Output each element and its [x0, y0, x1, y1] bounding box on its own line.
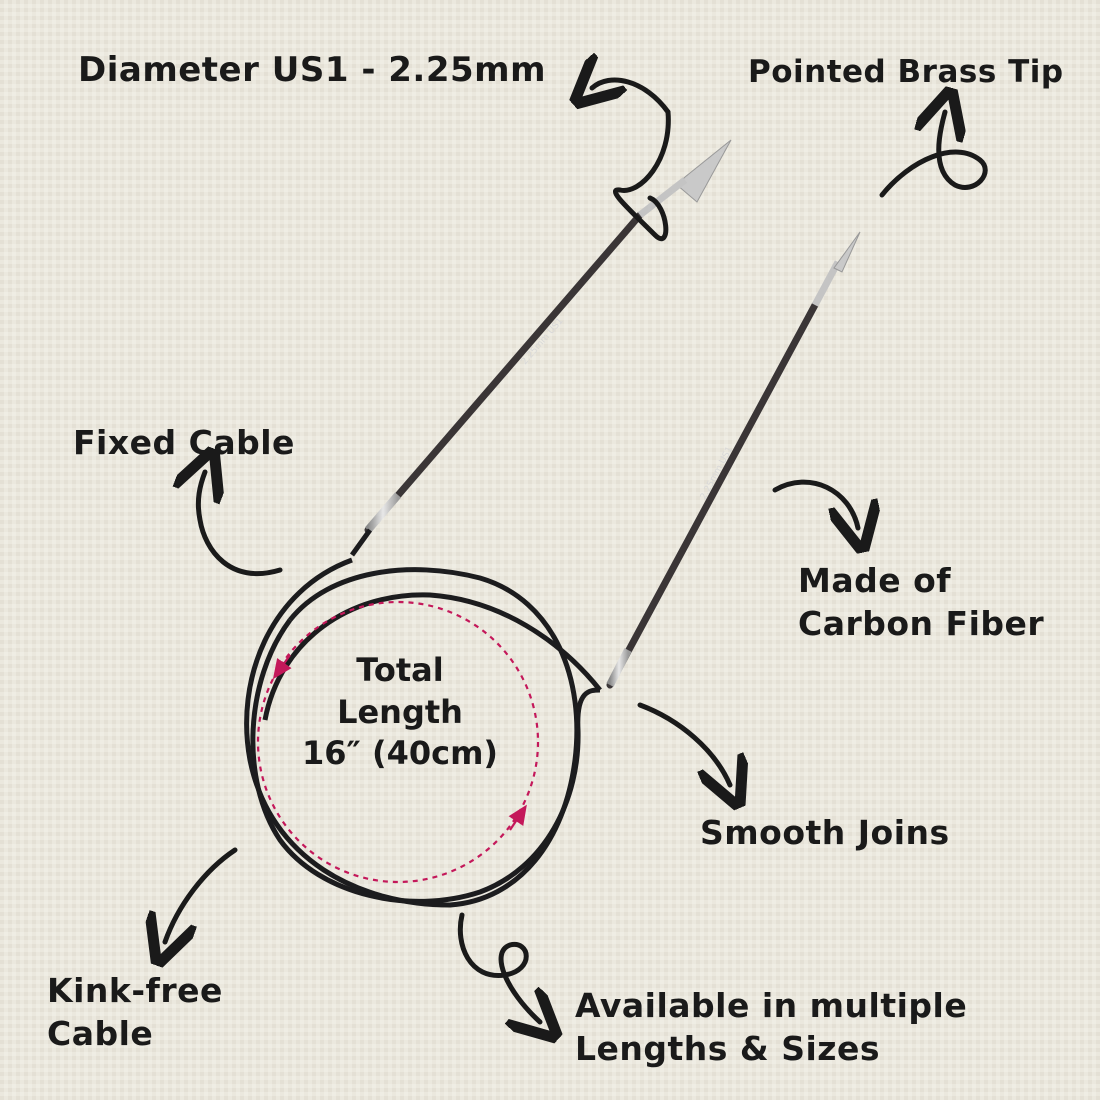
arrow-fixed-cable-icon — [198, 472, 283, 577]
label-carbon-line-2: Carbon Fiber — [798, 603, 1045, 643]
total-length-line-2: Length — [337, 692, 463, 731]
label-carbon-line-1: Made of — [798, 561, 952, 600]
label-available-line-1: Available in multiple — [575, 986, 968, 1025]
label-fixed-cable: Fixed Cable — [73, 423, 295, 462]
label-smooth-joins: Smooth Joins — [700, 813, 950, 852]
arrow-available-icon — [457, 912, 540, 1022]
arrow-kink-icon — [165, 847, 238, 942]
arrow-carbon-icon — [772, 479, 858, 528]
total-length-label: Total Length 16″ (40cm) — [285, 650, 515, 775]
label-carbon-fiber: Made of Carbon Fiber — [798, 560, 1044, 646]
label-diameter: Diameter US1 - 2.25mm — [78, 50, 547, 90]
total-length-line-3: 16″ (40cm) — [301, 734, 499, 773]
total-length-line-1: Total — [356, 651, 444, 689]
dashed-circular-arrow-icon — [256, 600, 540, 884]
arrow-smooth-icon — [637, 702, 730, 785]
cable — [244, 557, 602, 908]
label-kink-line-2: Cable — [47, 1013, 154, 1053]
label-kink-line-1: Kink-free — [47, 971, 223, 1010]
label-kink-free: Kink-free Cable — [47, 970, 223, 1056]
arrow-diameter-icon — [592, 80, 671, 115]
label-available-line-2: Lengths & Sizes — [575, 1028, 880, 1068]
label-available: Available in multiple Lengths & Sizes — [575, 985, 967, 1071]
arrow-tip-icon — [879, 112, 988, 198]
label-pointed-tip: Pointed Brass Tip — [748, 54, 1064, 90]
